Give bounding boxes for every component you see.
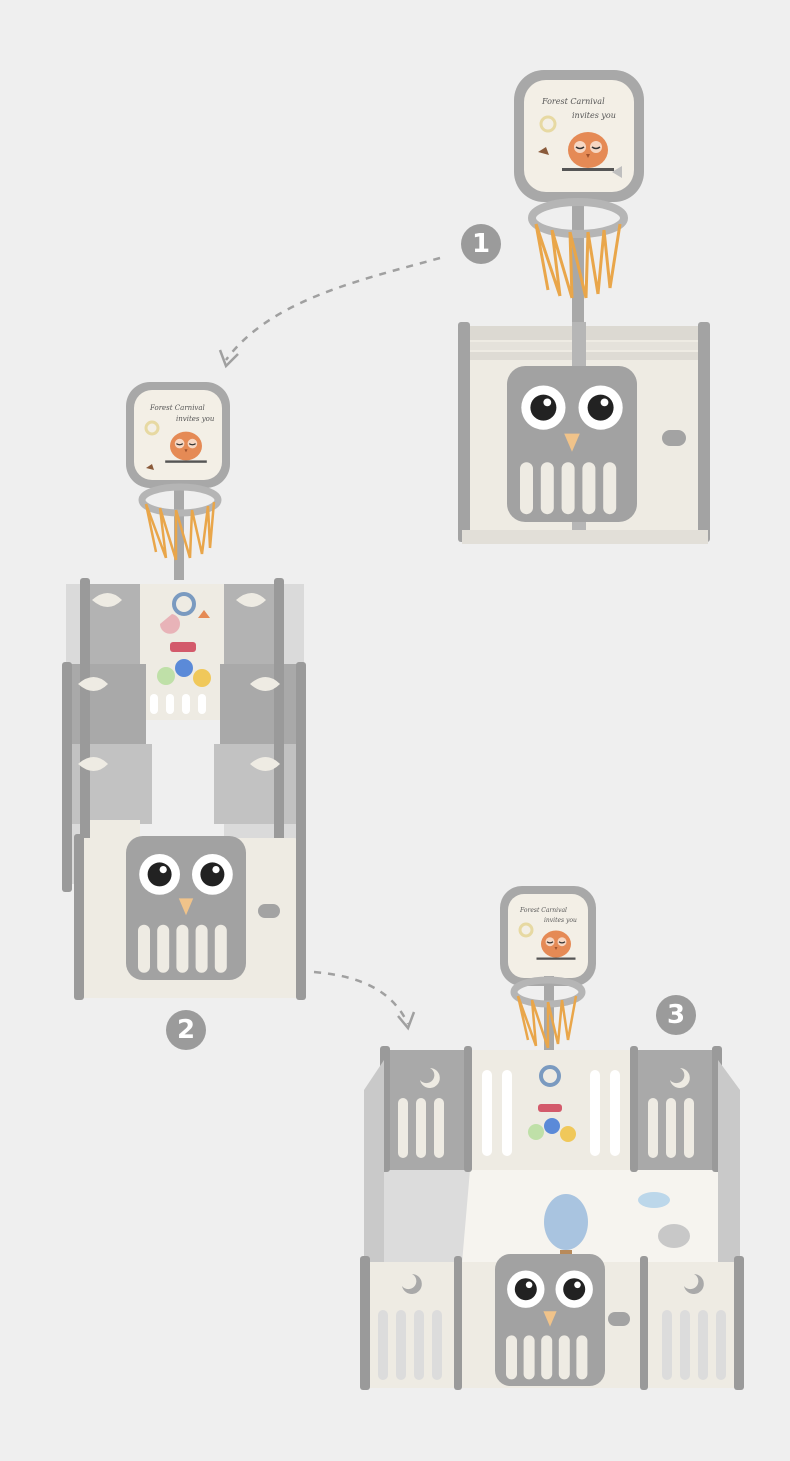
step-badge-1: 1 <box>461 224 501 264</box>
configuration-2-long <box>62 382 306 1000</box>
configuration-3-square <box>360 886 744 1390</box>
backboard-text-line1-cfg3: Forest Carnival <box>519 907 567 914</box>
backboard-text-line2-cfg3: invites you <box>544 917 577 924</box>
backboard-text-line1-cfg1: Forest Carnival <box>541 97 605 106</box>
arrow-step2-to-step3 <box>313 970 410 1025</box>
backboard-text-line1-cfg2: Forest Carnival <box>149 404 205 412</box>
arrow-step1-to-step2 <box>224 256 441 361</box>
step-badge-2: 2 <box>166 1010 206 1050</box>
backboard-text-line2-cfg2: invites you <box>176 415 215 423</box>
step-badge-3: 3 <box>656 995 696 1035</box>
configuration-1-folded <box>458 70 710 544</box>
backboard-text-line2-cfg1: invites you <box>572 111 616 120</box>
